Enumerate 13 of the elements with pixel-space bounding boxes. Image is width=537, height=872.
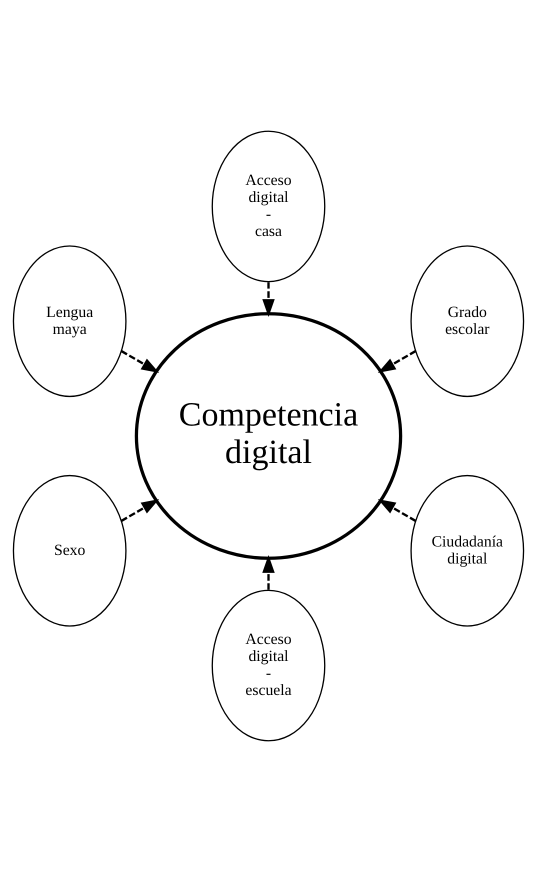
node-ellipse: Acceso digital - casa [212, 130, 326, 282]
arrow [378, 350, 416, 373]
arrow [120, 350, 160, 373]
node-ellipse: Acceso digital - escuela [212, 590, 326, 742]
node-circle: Competencia digital [134, 312, 402, 560]
node-ellipse: Sexo [12, 474, 127, 627]
arrow [262, 282, 275, 317]
node-ellipse: Ciudadanía digital [410, 474, 524, 627]
arrow [262, 555, 275, 590]
arrow [378, 499, 416, 522]
node-ellipse: Lengua maya [12, 245, 127, 398]
arrow [120, 499, 160, 522]
node-ellipse: Grado escolar [410, 245, 524, 398]
